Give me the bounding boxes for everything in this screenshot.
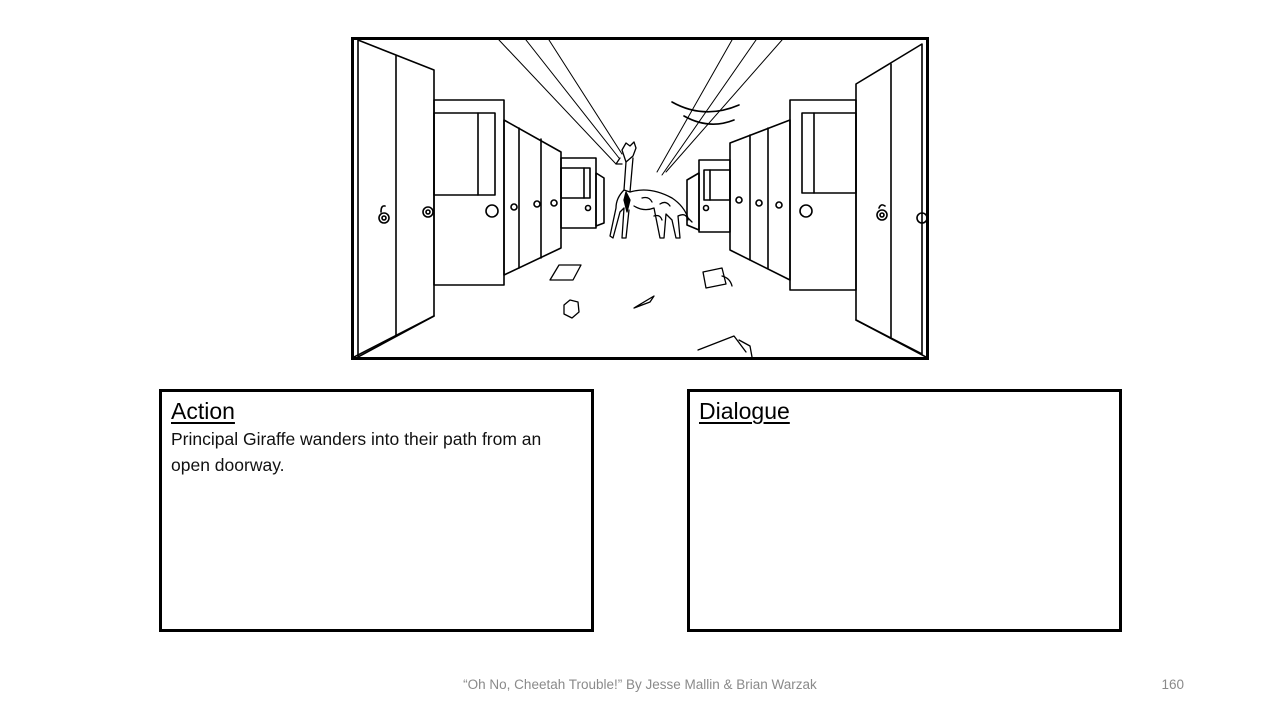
dialogue-box: Dialogue bbox=[687, 389, 1122, 632]
hallway-sketch bbox=[354, 40, 926, 357]
cup-icon bbox=[702, 267, 727, 289]
pencil-icon bbox=[633, 295, 655, 309]
page-number: 160 bbox=[1161, 677, 1184, 692]
light-beams-icon bbox=[498, 40, 783, 176]
footer-credit: “Oh No, Cheetah Trouble!” By Jesse Malli… bbox=[463, 677, 817, 692]
action-box: Action Principal Giraffe wanders into th… bbox=[159, 389, 594, 632]
papers-icon bbox=[697, 335, 747, 353]
paper-icon bbox=[549, 264, 582, 281]
right-wall-doors bbox=[686, 43, 926, 357]
left-wall-doors bbox=[354, 40, 605, 357]
action-description: Principal Giraffe wanders into their pat… bbox=[171, 429, 542, 475]
action-title: Action bbox=[171, 398, 235, 424]
dialogue-title: Dialogue bbox=[699, 398, 790, 424]
giraffe-character bbox=[609, 141, 693, 239]
storyboard-illustration bbox=[351, 37, 929, 360]
floor-debris bbox=[549, 264, 753, 357]
wrapper-icon bbox=[563, 299, 580, 319]
